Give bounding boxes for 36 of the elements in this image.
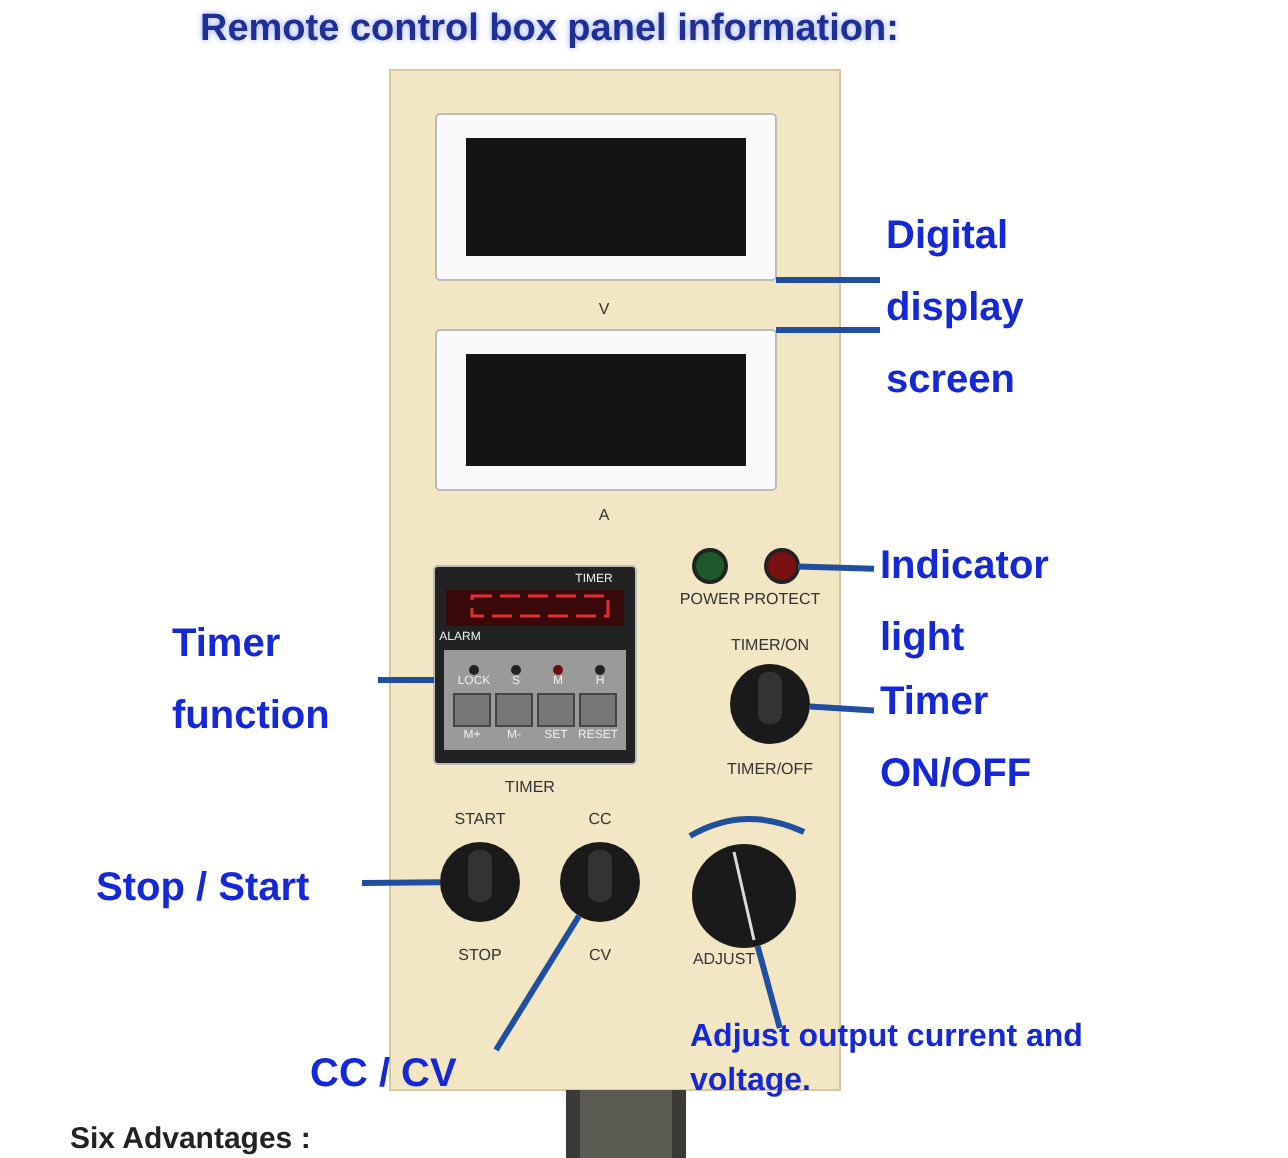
toggle-switch xyxy=(560,842,640,922)
part-caption: POWER xyxy=(679,590,741,610)
section-heading: Six Advantages : xyxy=(70,1122,311,1156)
part-caption: ADJUST xyxy=(692,950,756,970)
leader-line xyxy=(361,879,441,886)
title: Remote control box panel information: xyxy=(200,8,899,52)
part-caption: V xyxy=(598,300,610,320)
leader-line xyxy=(797,563,875,572)
callout-text: CC / CV xyxy=(310,1038,490,1110)
part-caption: TIMER/OFF xyxy=(726,760,814,780)
leader-line xyxy=(493,914,582,1052)
part-caption: STOP xyxy=(458,946,502,966)
leader-line xyxy=(776,277,880,283)
part-caption: A xyxy=(598,506,610,526)
leader-line xyxy=(754,945,783,1029)
callout-text: Digital display screen xyxy=(886,200,1066,416)
callout-text: Timer function xyxy=(172,608,372,752)
part-caption: CC xyxy=(588,810,612,830)
leader-line xyxy=(378,677,434,683)
callout-text: Stop / Start xyxy=(96,852,356,924)
timer-module xyxy=(433,565,637,765)
digital-display xyxy=(435,329,777,491)
part-caption: TIMER xyxy=(505,778,555,798)
callout-text: Adjust output current and voltage. xyxy=(690,1016,1110,1104)
toggle-switch xyxy=(440,842,520,922)
indicator-light xyxy=(764,548,800,584)
leader-line xyxy=(809,703,875,714)
rotary-knob xyxy=(692,844,796,948)
toggle-switch xyxy=(730,664,810,744)
indicator-light xyxy=(692,548,728,584)
part-caption: PROTECT xyxy=(743,590,821,610)
digital-display xyxy=(435,113,777,281)
part-caption: TIMER/ON xyxy=(730,636,810,656)
part-caption: CV xyxy=(588,946,612,966)
leader-line xyxy=(776,327,880,333)
part-caption: START xyxy=(454,810,506,830)
